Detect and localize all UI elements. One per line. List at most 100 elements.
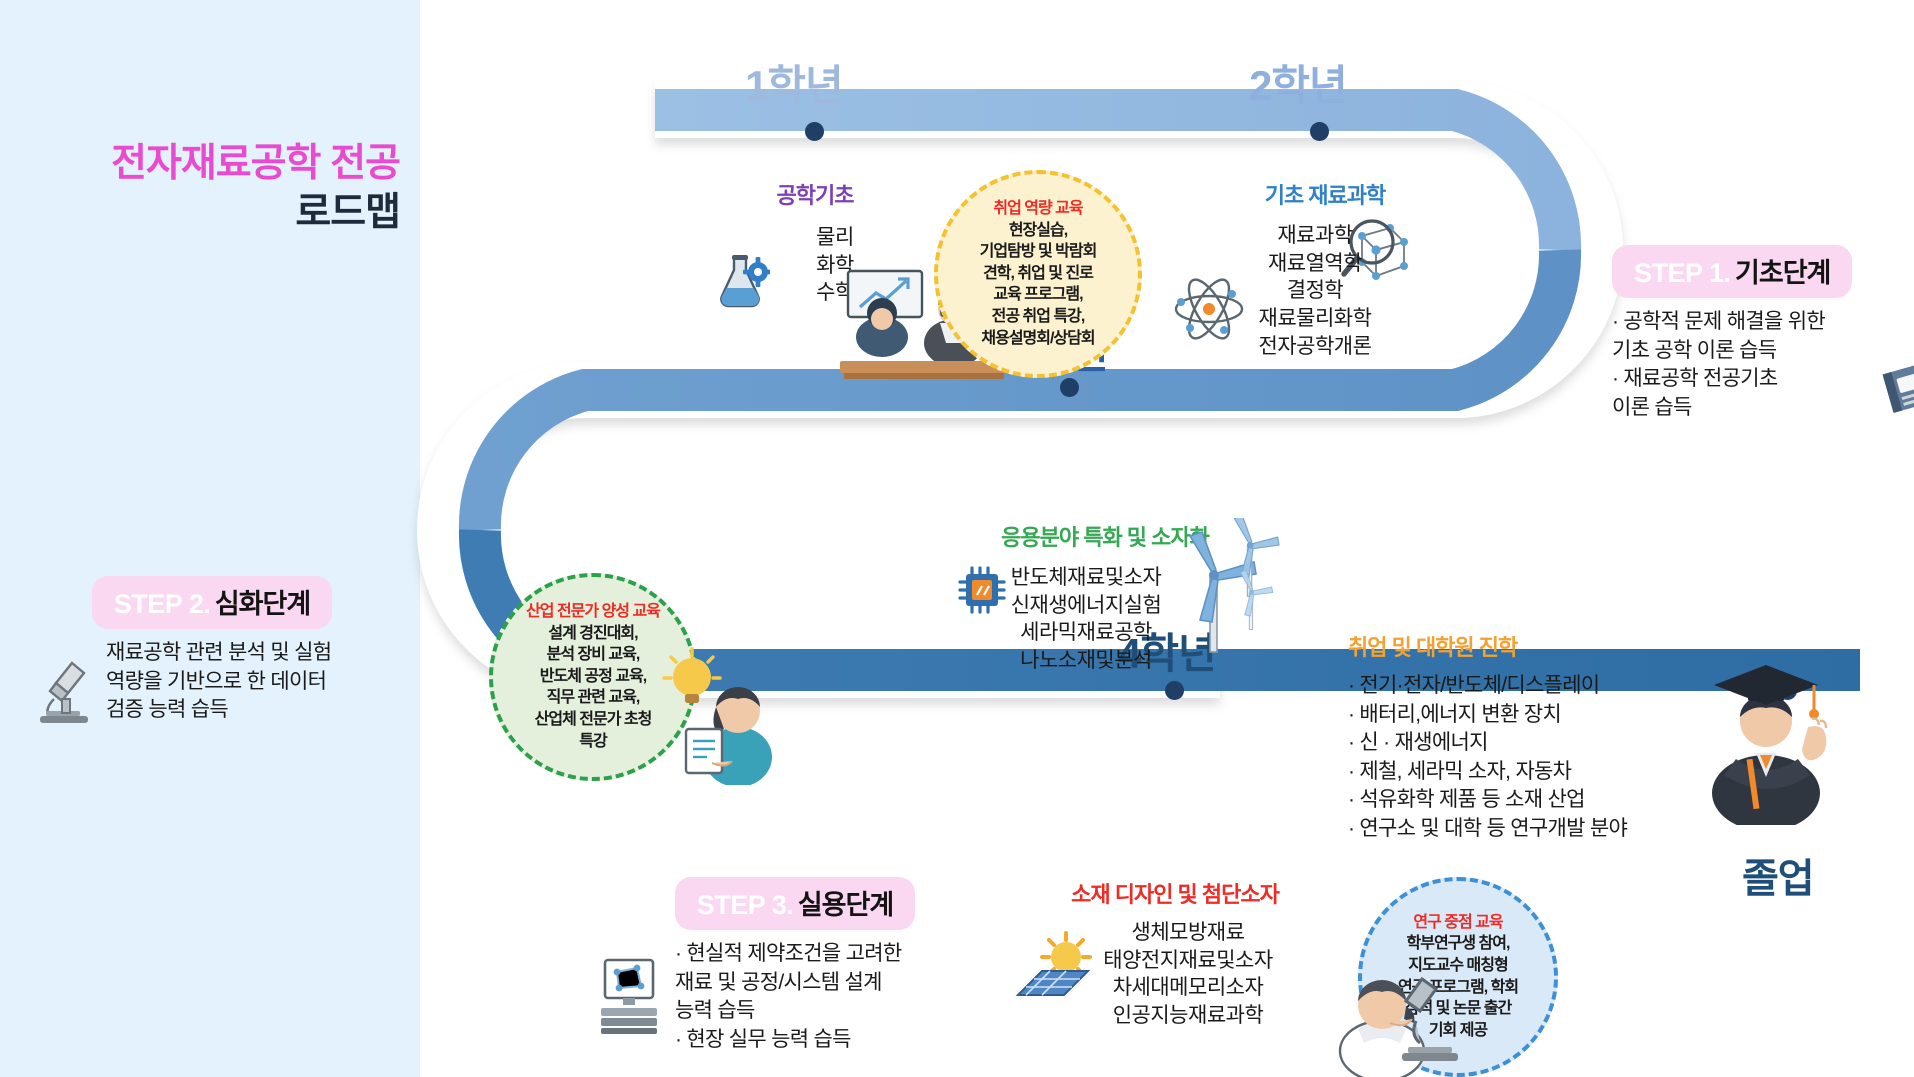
career-bubble-line-0: 현장실습,	[1008, 221, 1068, 239]
step-2-card: STEP 2. 심화단계 재료공학 관련 분석 및 실험 역량을 기반으로 한 …	[32, 576, 392, 725]
node-dot-year1	[805, 122, 824, 141]
industry-bubble-title: 산업 전문가 양성 교육	[526, 602, 661, 620]
research-bubble-line-1: 지도교수 매칭형	[1408, 957, 1509, 974]
career-bubble-line-4: 전공 취업 특강,	[991, 307, 1086, 325]
year1-course-list: 물리 화학 수학	[770, 224, 900, 307]
magnifier-lattice-icon	[1341, 219, 1408, 280]
career-outcome-heading: 취업 및 대학원 진학	[1348, 635, 1518, 660]
year1-course-2: 수학	[816, 281, 854, 305]
research-education-bubble: 연구 중점 교육 학부연구생 참여, 지도교수 매칭형 연구 프로그램, 학회 …	[1358, 877, 1558, 1077]
year3-course-1: 신재생에너지실험	[1010, 593, 1162, 617]
year3-course-0: 반도체재료및소자	[1010, 566, 1162, 589]
career-outcome-item-4: · 석유화학 제품 등 소재 산업	[1348, 788, 1585, 812]
step-3-number: STEP 3.	[696, 890, 794, 920]
step-3-line-0: · 현실적 제약조건을 고려한	[675, 942, 902, 965]
year3-course-3: 나노소재및분석	[1020, 649, 1152, 673]
career-education-bubble: 취업 역량 교육 현장실습, 기업탐방 및 박람회 견학, 취업 및 진로 교육…	[934, 170, 1142, 378]
node-dot-year2	[1310, 122, 1329, 141]
textbook-icon	[1882, 363, 1914, 413]
step-1-line-3: 이론 습득	[1612, 395, 1692, 419]
step-3-line-2: 능력 습득	[675, 999, 755, 1023]
step-3-name: 실용단계	[797, 890, 894, 920]
year4-course-1: 태양전지재료및소자	[1103, 948, 1273, 972]
research-bubble-title: 연구 중점 교육	[1413, 913, 1503, 931]
page-title: 전자재료공학 전공 로드맵	[0, 140, 420, 238]
year4-stage-block: 소재 디자인 및 첨단소자	[1010, 877, 1340, 1047]
career-outcome-item-2: · 신 · 재생에너지	[1348, 731, 1488, 755]
step-3-card: STEP 3. 실용단계 · 현실적 제약조건을 고려한 재료 및 공정/시스템…	[595, 877, 995, 1054]
career-bubble-line-1: 기업탐방 및 박람회	[979, 243, 1098, 261]
industry-bubble-line-0: 설계 경진대회,	[548, 624, 638, 642]
industry-bubble-line-2: 반도체 공정 교육,	[539, 667, 647, 685]
year-label-1: 1학년	[745, 62, 844, 109]
atom-icon	[1174, 278, 1244, 340]
year-label-4: 4학년	[1118, 630, 1217, 677]
step-2-line-2: 검증 능력 습득	[106, 698, 229, 722]
year4-course-2: 차세대메모리소자	[1112, 976, 1264, 1000]
solar-panel-sun-icon	[1015, 931, 1092, 996]
industry-bubble-line-1: 분석 장비 교육,	[546, 646, 641, 664]
career-bubble-line-5: 채용설명회/상담회	[981, 329, 1095, 347]
step-2-line-0: 재료공학 관련 분석 및 실험	[106, 641, 332, 664]
title-line-1: 전자재료공학 전공	[111, 142, 401, 185]
industry-bubble-line-3: 직무 관련 교육,	[546, 689, 641, 707]
career-bubble-line-3: 교육 프로그램,	[993, 286, 1083, 304]
career-outcome-list: · 전기·전자/반도체/디스플레이 · 배터리,에너지 변환 장치 · 신 · …	[1348, 672, 1778, 843]
node-dot-year3	[1060, 378, 1079, 397]
year2-heading: 기초 재료과학	[1264, 183, 1387, 208]
year1-course-1: 화학	[816, 253, 854, 277]
year2-course-list: 재료과학 재료열역학 결정학 재료물리화학 전자공학개론	[1226, 222, 1404, 361]
step-2-badge: STEP 2. 심화단계	[91, 576, 333, 629]
year4-course-0: 생체모방재료	[1131, 921, 1245, 944]
computer-design-icon	[601, 958, 657, 1034]
year2-stage-block: 기초 재료과학	[1174, 178, 1460, 378]
step-1-line-0: · 공학적 문제 해결을 위한	[1612, 310, 1826, 333]
year3-course-list: 반도체재료및소자 신재생에너지실험 세라믹재료공학 나노소재및분석	[988, 564, 1184, 675]
year3-stage-block: 응용분야 특화 및 소자화	[940, 518, 1280, 700]
career-outcome-item-1: · 배터리,에너지 변환 장치	[1348, 702, 1562, 726]
panel-icon	[1015, 970, 1091, 996]
year2-course-4: 전자공학개론	[1258, 334, 1372, 358]
step-1-card: STEP 1. 기초단계 · 공학적 문제 해결을 위한 기초 공학 이론 습득…	[1612, 245, 1914, 422]
year2-course-3: 재료물리화학	[1258, 307, 1372, 331]
lightbulb-icon	[662, 647, 722, 703]
step-1-line-2: · 재료공학 전공기초	[1612, 367, 1778, 391]
step-2-description: 재료공학 관련 분석 및 실험 역량을 기반으로 한 데이터 검증 능력 습득	[106, 639, 392, 725]
industry-bubble-line-4: 산업체 전문가 초청	[534, 710, 653, 728]
left-title-panel	[0, 0, 420, 1077]
node-dot-year4	[1165, 681, 1184, 700]
step-1-description: · 공학적 문제 해결을 위한 기초 공학 이론 습득 · 재료공학 전공기초 …	[1612, 308, 1912, 422]
industry-expert-bubble: 산업 전문가 양성 교육 설계 경진대회, 분석 장비 교육, 반도체 공정 교…	[489, 573, 697, 781]
year2-course-2: 결정학	[1286, 279, 1344, 303]
research-bubble-line-3: 참석 및 논문 출간	[1404, 1000, 1512, 1018]
microscope-icon	[40, 661, 88, 723]
step-1-badge: STEP 1. 기초단계	[1612, 245, 1853, 298]
researcher-microscope-icon	[1338, 976, 1458, 1077]
lightbulb-person-icon	[662, 647, 772, 785]
year3-heading: 응용분야 특화 및 소자화	[1001, 525, 1210, 550]
step-1-name: 기초단계	[1735, 258, 1831, 288]
step-2-number: STEP 2.	[113, 589, 211, 619]
career-bubble-title: 취업 역량 교육	[993, 199, 1083, 217]
year4-heading: 소재 디자인 및 첨단소자	[1071, 882, 1280, 907]
step-3-badge: STEP 3. 실용단계	[674, 877, 916, 930]
step-1-line-1: 기초 공학 이론 습득	[1612, 338, 1777, 362]
graduation-label: 졸업	[1742, 857, 1815, 901]
research-bubble-line-0: 학부연구생 참여,	[1406, 935, 1511, 953]
step-2-line-1: 역량을 기반으로 한 데이터	[106, 669, 327, 693]
year4-course-3: 인공지능재료과학	[1112, 1004, 1264, 1028]
career-outcome-item-5: · 연구소 및 대학 등 연구개발 분야	[1348, 816, 1628, 840]
year2-course-1: 재료열역학	[1267, 251, 1363, 275]
microchip-icon	[958, 566, 1006, 614]
year1-heading: 공학기초	[776, 183, 855, 208]
year1-course-0: 물리	[816, 226, 854, 249]
title-line-2: 로드맵	[295, 190, 401, 234]
wind-turbine-icon	[1188, 518, 1280, 653]
step-1-number: STEP 1.	[1634, 258, 1731, 288]
graduate-person-icon	[1712, 665, 1828, 825]
career-outcome-item-0: · 전기·전자/반도체/디스플레이	[1348, 674, 1600, 697]
industry-bubble-line-5: 특강	[579, 732, 607, 750]
flask-gear-icon	[720, 255, 770, 308]
career-outcome-item-3: · 제철, 세라믹 소자, 자동차	[1348, 759, 1572, 783]
